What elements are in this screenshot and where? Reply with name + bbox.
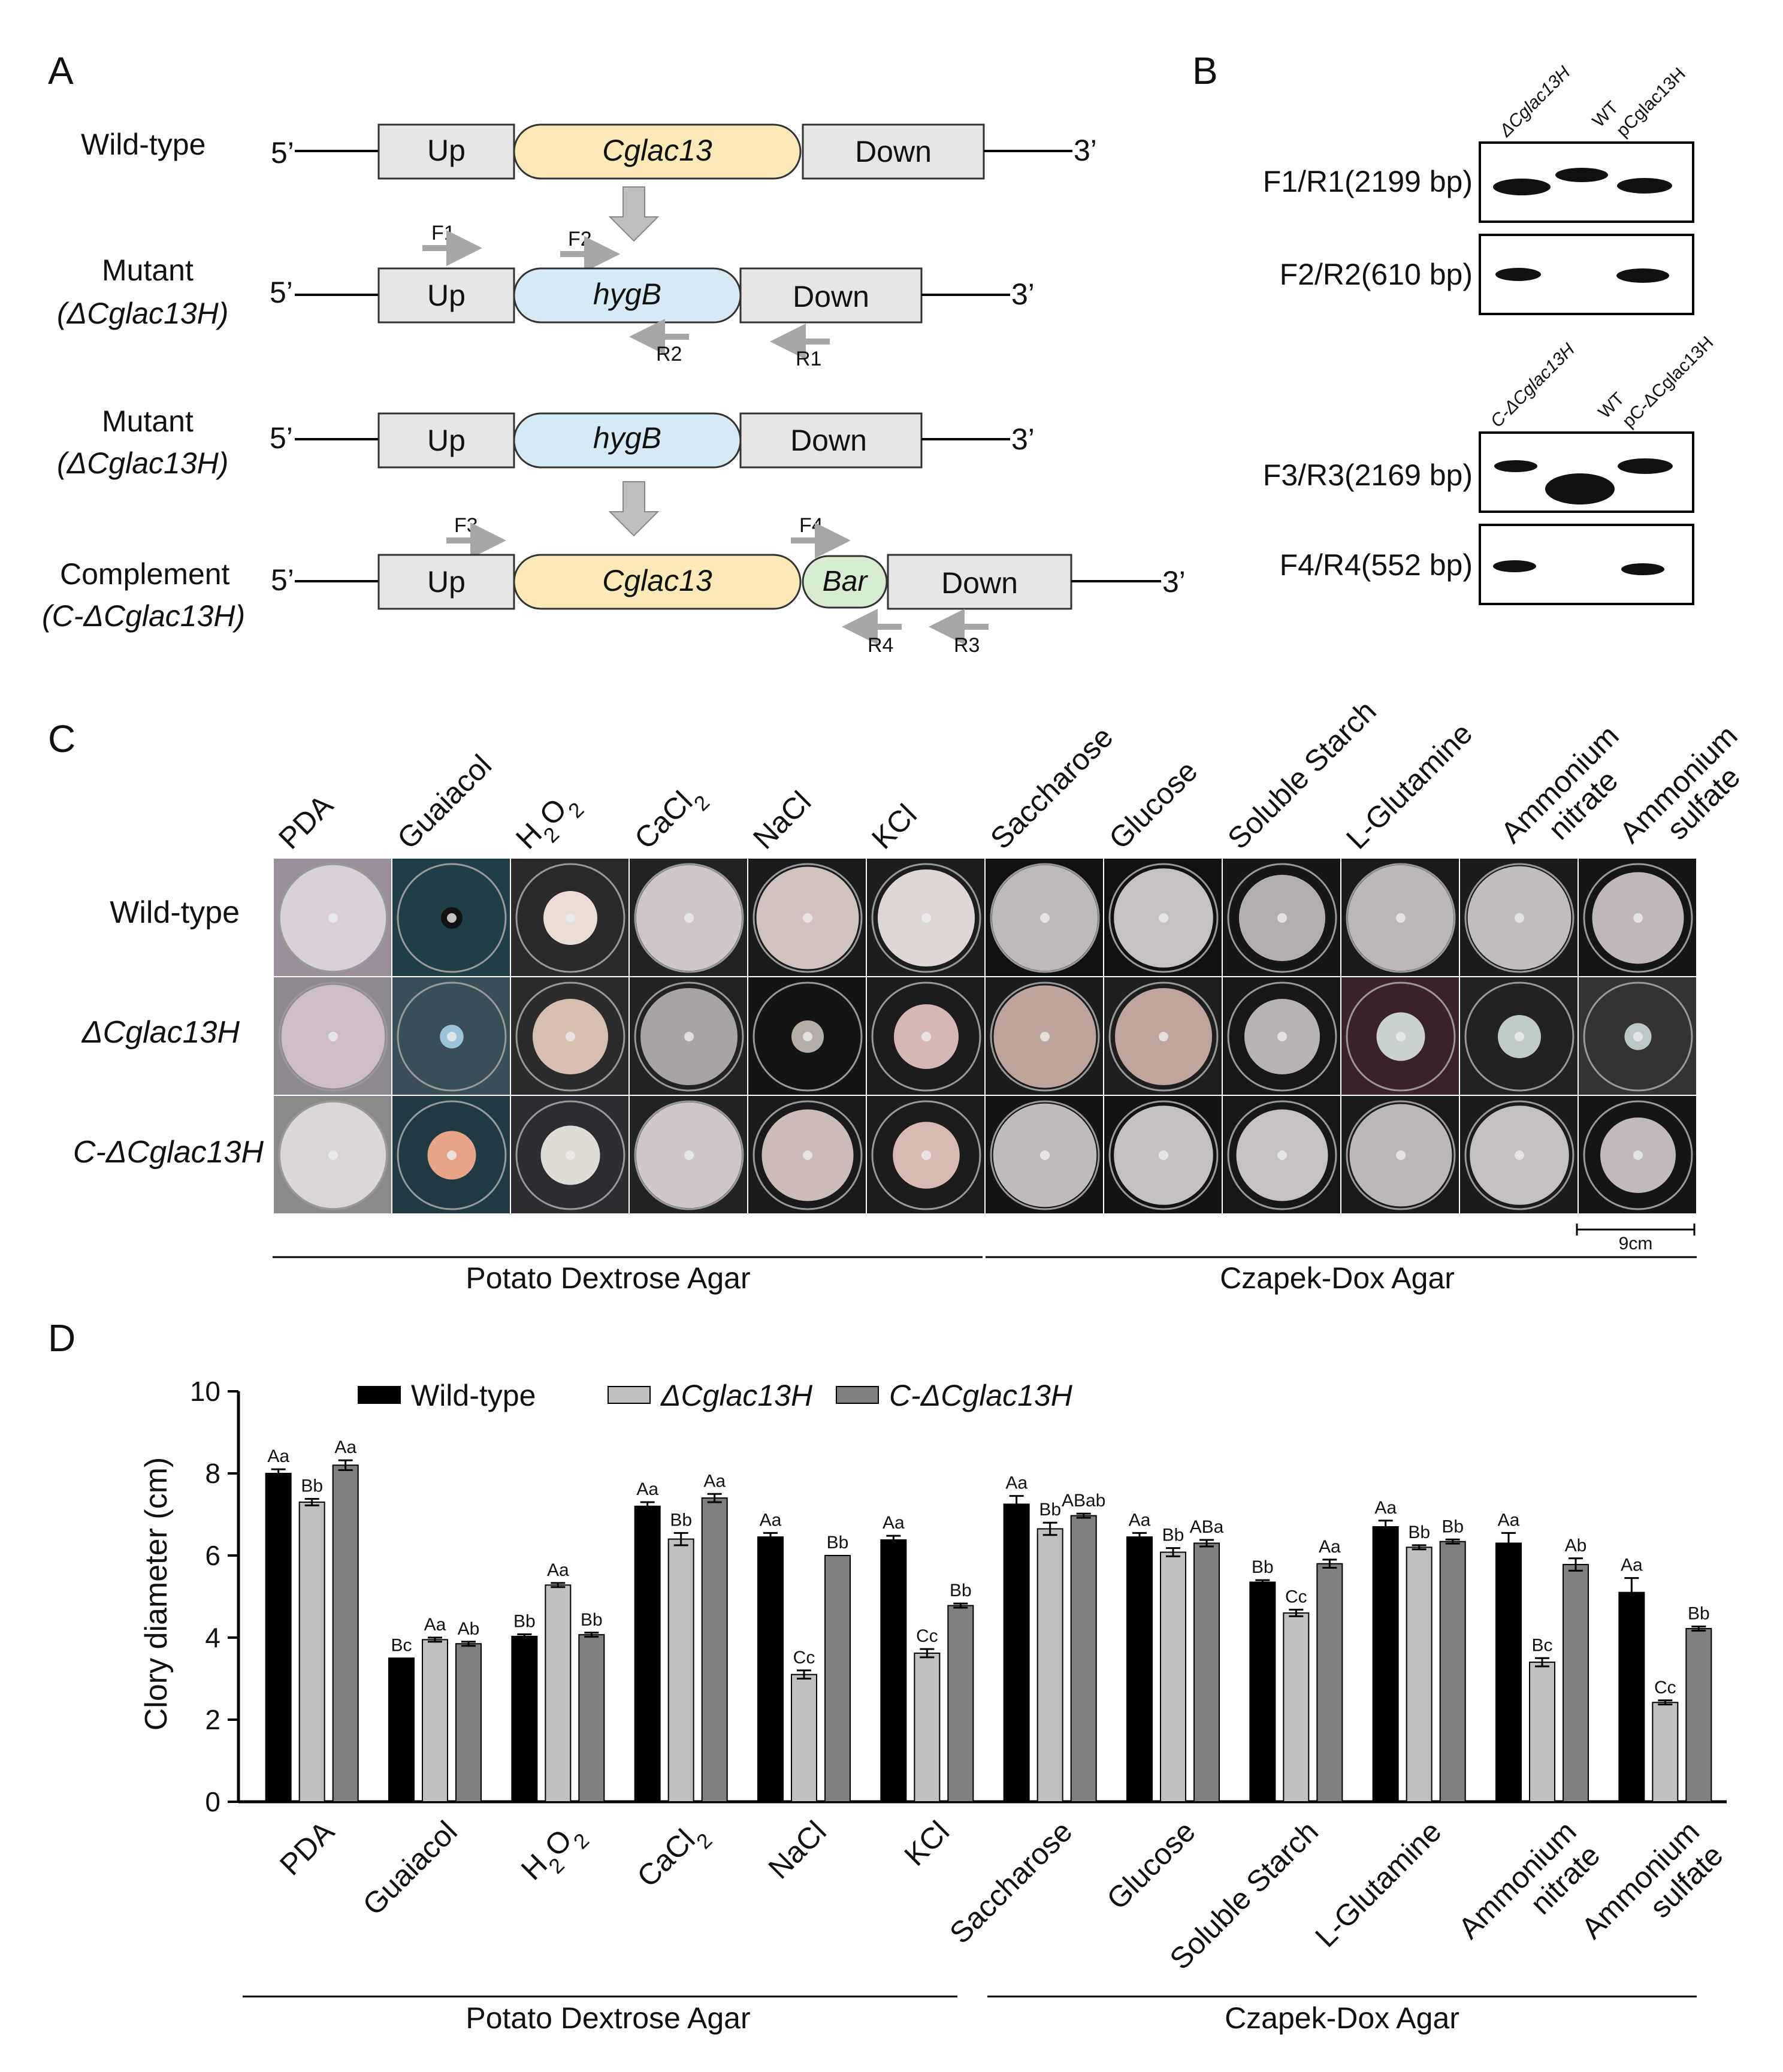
svg-text:3’: 3’ bbox=[1162, 565, 1186, 599]
svg-text:Bar: Bar bbox=[823, 566, 869, 597]
svg-text:Down: Down bbox=[941, 566, 1018, 600]
svg-text:Mutant: Mutant bbox=[102, 404, 194, 438]
svg-text:Down: Down bbox=[855, 135, 932, 168]
svg-text:(ΔCglac13H): (ΔCglac13H) bbox=[57, 297, 228, 330]
row-complement: Complement (C-ΔCglac13H) 5’ Up Cglac13 B… bbox=[42, 554, 1186, 633]
svg-text:5’: 5’ bbox=[271, 563, 294, 597]
svg-text:F3: F3 bbox=[454, 514, 478, 537]
svg-text:R2: R2 bbox=[656, 343, 682, 366]
svg-text:hygB: hygB bbox=[593, 421, 661, 455]
three-prime: 3’ bbox=[1074, 134, 1097, 167]
svg-text:3’: 3’ bbox=[1011, 277, 1035, 311]
svg-text:R3: R3 bbox=[954, 634, 980, 657]
down-box bbox=[802, 123, 985, 180]
svg-text:5’: 5’ bbox=[270, 276, 293, 309]
svg-text:(ΔCglac13H): (ΔCglac13H) bbox=[57, 446, 228, 480]
svg-text:F1: F1 bbox=[431, 222, 455, 244]
svg-text:R1: R1 bbox=[796, 348, 821, 370]
svg-text:5’: 5’ bbox=[270, 421, 293, 455]
svg-text:Up: Up bbox=[427, 424, 466, 457]
row-wild-type: Wild-type 5’ Up Cglac13 Down 3’ bbox=[81, 123, 1097, 180]
cglac13-gene bbox=[513, 123, 802, 180]
bar-gene bbox=[802, 555, 888, 609]
svg-text:Up: Up bbox=[427, 565, 466, 599]
svg-text:Mutant: Mutant bbox=[102, 253, 194, 287]
svg-text:R4: R4 bbox=[868, 634, 893, 657]
svg-text:Up: Up bbox=[427, 134, 466, 167]
svg-text:Cglac13: Cglac13 bbox=[602, 564, 712, 597]
row-mutant-1: Mutant (ΔCglac13H) 5’ Up hygB Down 3’ bbox=[57, 253, 1035, 330]
five-prime: 5’ bbox=[271, 136, 294, 170]
svg-text:Down: Down bbox=[793, 280, 869, 313]
down-arrow-icon bbox=[608, 481, 660, 537]
svg-text:Complement: Complement bbox=[60, 557, 230, 591]
svg-text:3’: 3’ bbox=[1011, 422, 1035, 456]
down-arrow-icon bbox=[608, 186, 660, 242]
svg-text:F2: F2 bbox=[568, 228, 592, 250]
row-label: Wild-type bbox=[81, 128, 206, 161]
svg-text:Up: Up bbox=[427, 279, 466, 312]
svg-text:Down: Down bbox=[790, 424, 867, 457]
panel-label-a: A bbox=[48, 49, 74, 92]
svg-text:hygB: hygB bbox=[593, 277, 661, 311]
svg-text:(C-ΔCglac13H): (C-ΔCglac13H) bbox=[42, 599, 245, 633]
svg-text:F4: F4 bbox=[799, 514, 823, 537]
svg-text:Cglac13: Cglac13 bbox=[602, 134, 712, 167]
row-mutant-2: Mutant (ΔCglac13H) 5’ Up hygB Down 3’ bbox=[57, 404, 1035, 480]
